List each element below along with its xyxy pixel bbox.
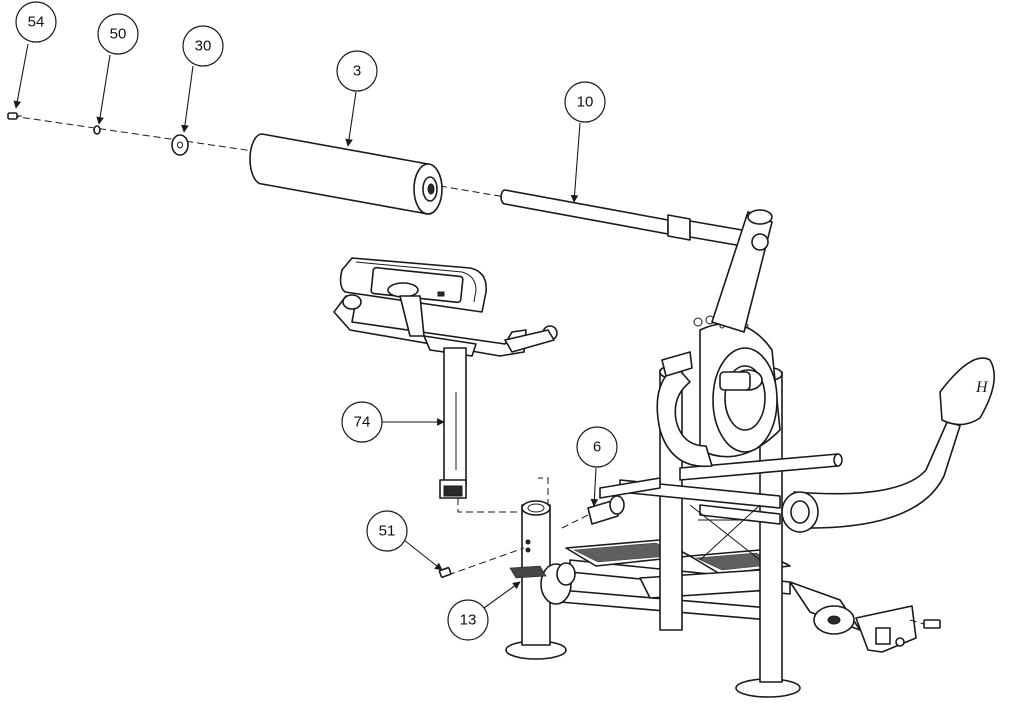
part-51-pin — [438, 547, 525, 578]
callout-3: 3 — [336, 50, 378, 147]
exploded-axis-line — [11, 115, 506, 198]
callout-label: 51 — [379, 523, 396, 540]
callout-13: 13 — [447, 581, 521, 641]
part-3-roller-pad — [249, 133, 443, 215]
callout-label: 74 — [354, 414, 371, 431]
callout-label: 13 — [460, 612, 477, 629]
part-54-screw — [7, 112, 22, 120]
callout-51: 51 — [366, 510, 443, 571]
part-6-bolt — [561, 495, 625, 529]
callout-50: 50 — [96, 13, 139, 125]
callout-label: 3 — [353, 63, 361, 80]
callout-54: 54 — [13, 1, 57, 109]
part-30-washer — [171, 134, 189, 156]
hoist-logo-icon: H — [975, 379, 989, 396]
callout-label: 30 — [195, 38, 212, 55]
callout-30: 30 — [181, 25, 224, 133]
part-10-tube — [500, 189, 743, 247]
callout-label: 54 — [28, 14, 45, 31]
part-50-washer — [93, 125, 101, 135]
callout-74: 74 — [341, 401, 445, 443]
callout-6: 6 — [576, 426, 618, 507]
main-frame: H — [509, 209, 996, 698]
callout-label: 6 — [593, 439, 601, 456]
part-74-seat-assembly — [333, 257, 558, 499]
callout-label: 50 — [110, 26, 127, 43]
footplate-grip — [509, 542, 682, 579]
callout-10: 10 — [564, 81, 606, 203]
callout-label: 10 — [577, 94, 594, 111]
